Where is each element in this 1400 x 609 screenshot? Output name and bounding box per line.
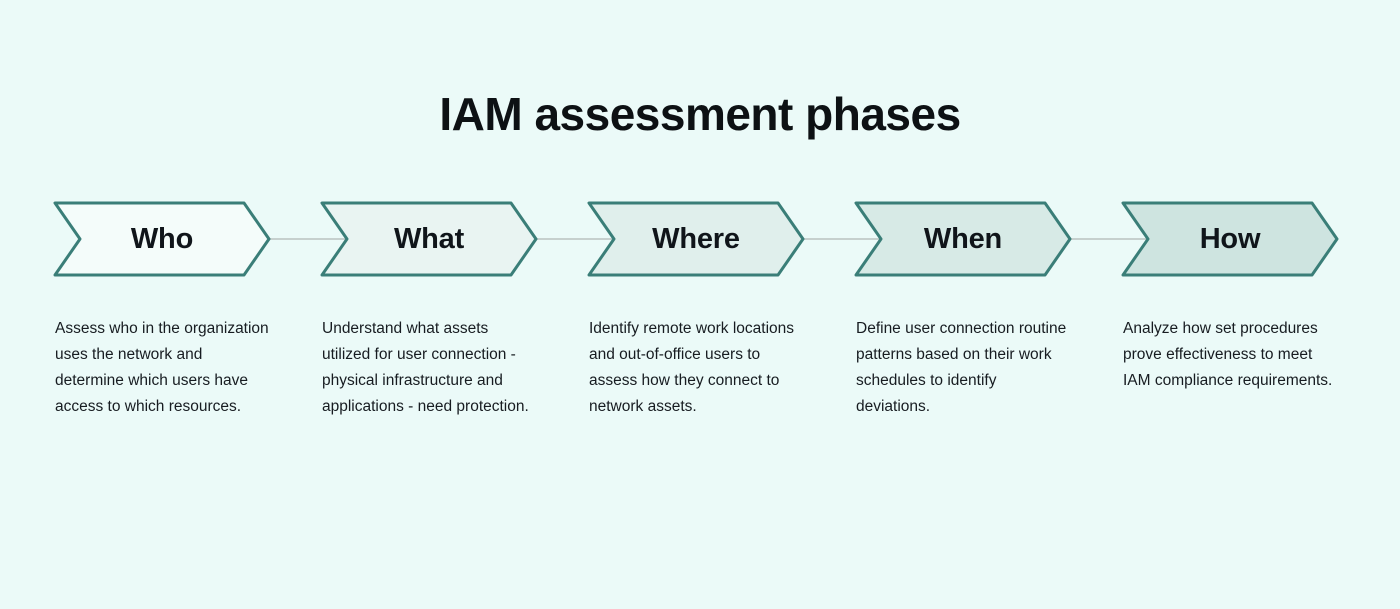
phase-arrow-shape: What (320, 201, 538, 277)
chevron-arrow-icon (320, 201, 538, 277)
chevron-arrow-icon (1121, 201, 1339, 277)
phase-description: Define user connection routine patterns … (856, 320, 1067, 415)
phase-how: How Analyze how set procedures prove eff… (1121, 201, 1339, 420)
phase-description: Identify remote work locations and out-o… (589, 320, 795, 415)
phase-label: What (393, 222, 465, 255)
connector-line (803, 238, 881, 240)
page-title: IAM assessment phases (439, 88, 961, 140)
phase-arrow-shape: Who (53, 201, 271, 277)
phase-when: When Define user connection routine patt… (854, 201, 1072, 420)
phase-description: Analyze how set procedures prove effecti… (1123, 320, 1333, 389)
phase-arrow-shape: How (1121, 201, 1339, 277)
chevron-arrow-icon (53, 201, 271, 277)
phase-label: When (923, 222, 1003, 255)
phase-what: What Understand what assets utilized for… (320, 201, 538, 420)
phases-row: Who Assess who in the organization uses … (0, 201, 1400, 420)
connector-line (269, 238, 347, 240)
phase-description: Understand what assets utilized for user… (322, 320, 529, 415)
phase-who: Who Assess who in the organization uses … (53, 201, 271, 420)
chevron-arrow-icon (587, 201, 805, 277)
chevron-arrow-icon (854, 201, 1072, 277)
phase-arrow-shape: Where (587, 201, 805, 277)
phase-label: Where (652, 222, 740, 255)
connector-line (1070, 238, 1148, 240)
phase-label: Who (130, 222, 194, 255)
iam-assessment-diagram: IAM assessment phases Who Assess who in … (0, 86, 1400, 609)
phase-where: Where Identify remote work locations and… (587, 201, 805, 420)
phase-arrow-shape: When (854, 201, 1072, 277)
phase-label: How (1199, 222, 1261, 255)
connector-line (536, 238, 614, 240)
phase-description: Assess who in the organization uses the … (55, 320, 269, 415)
